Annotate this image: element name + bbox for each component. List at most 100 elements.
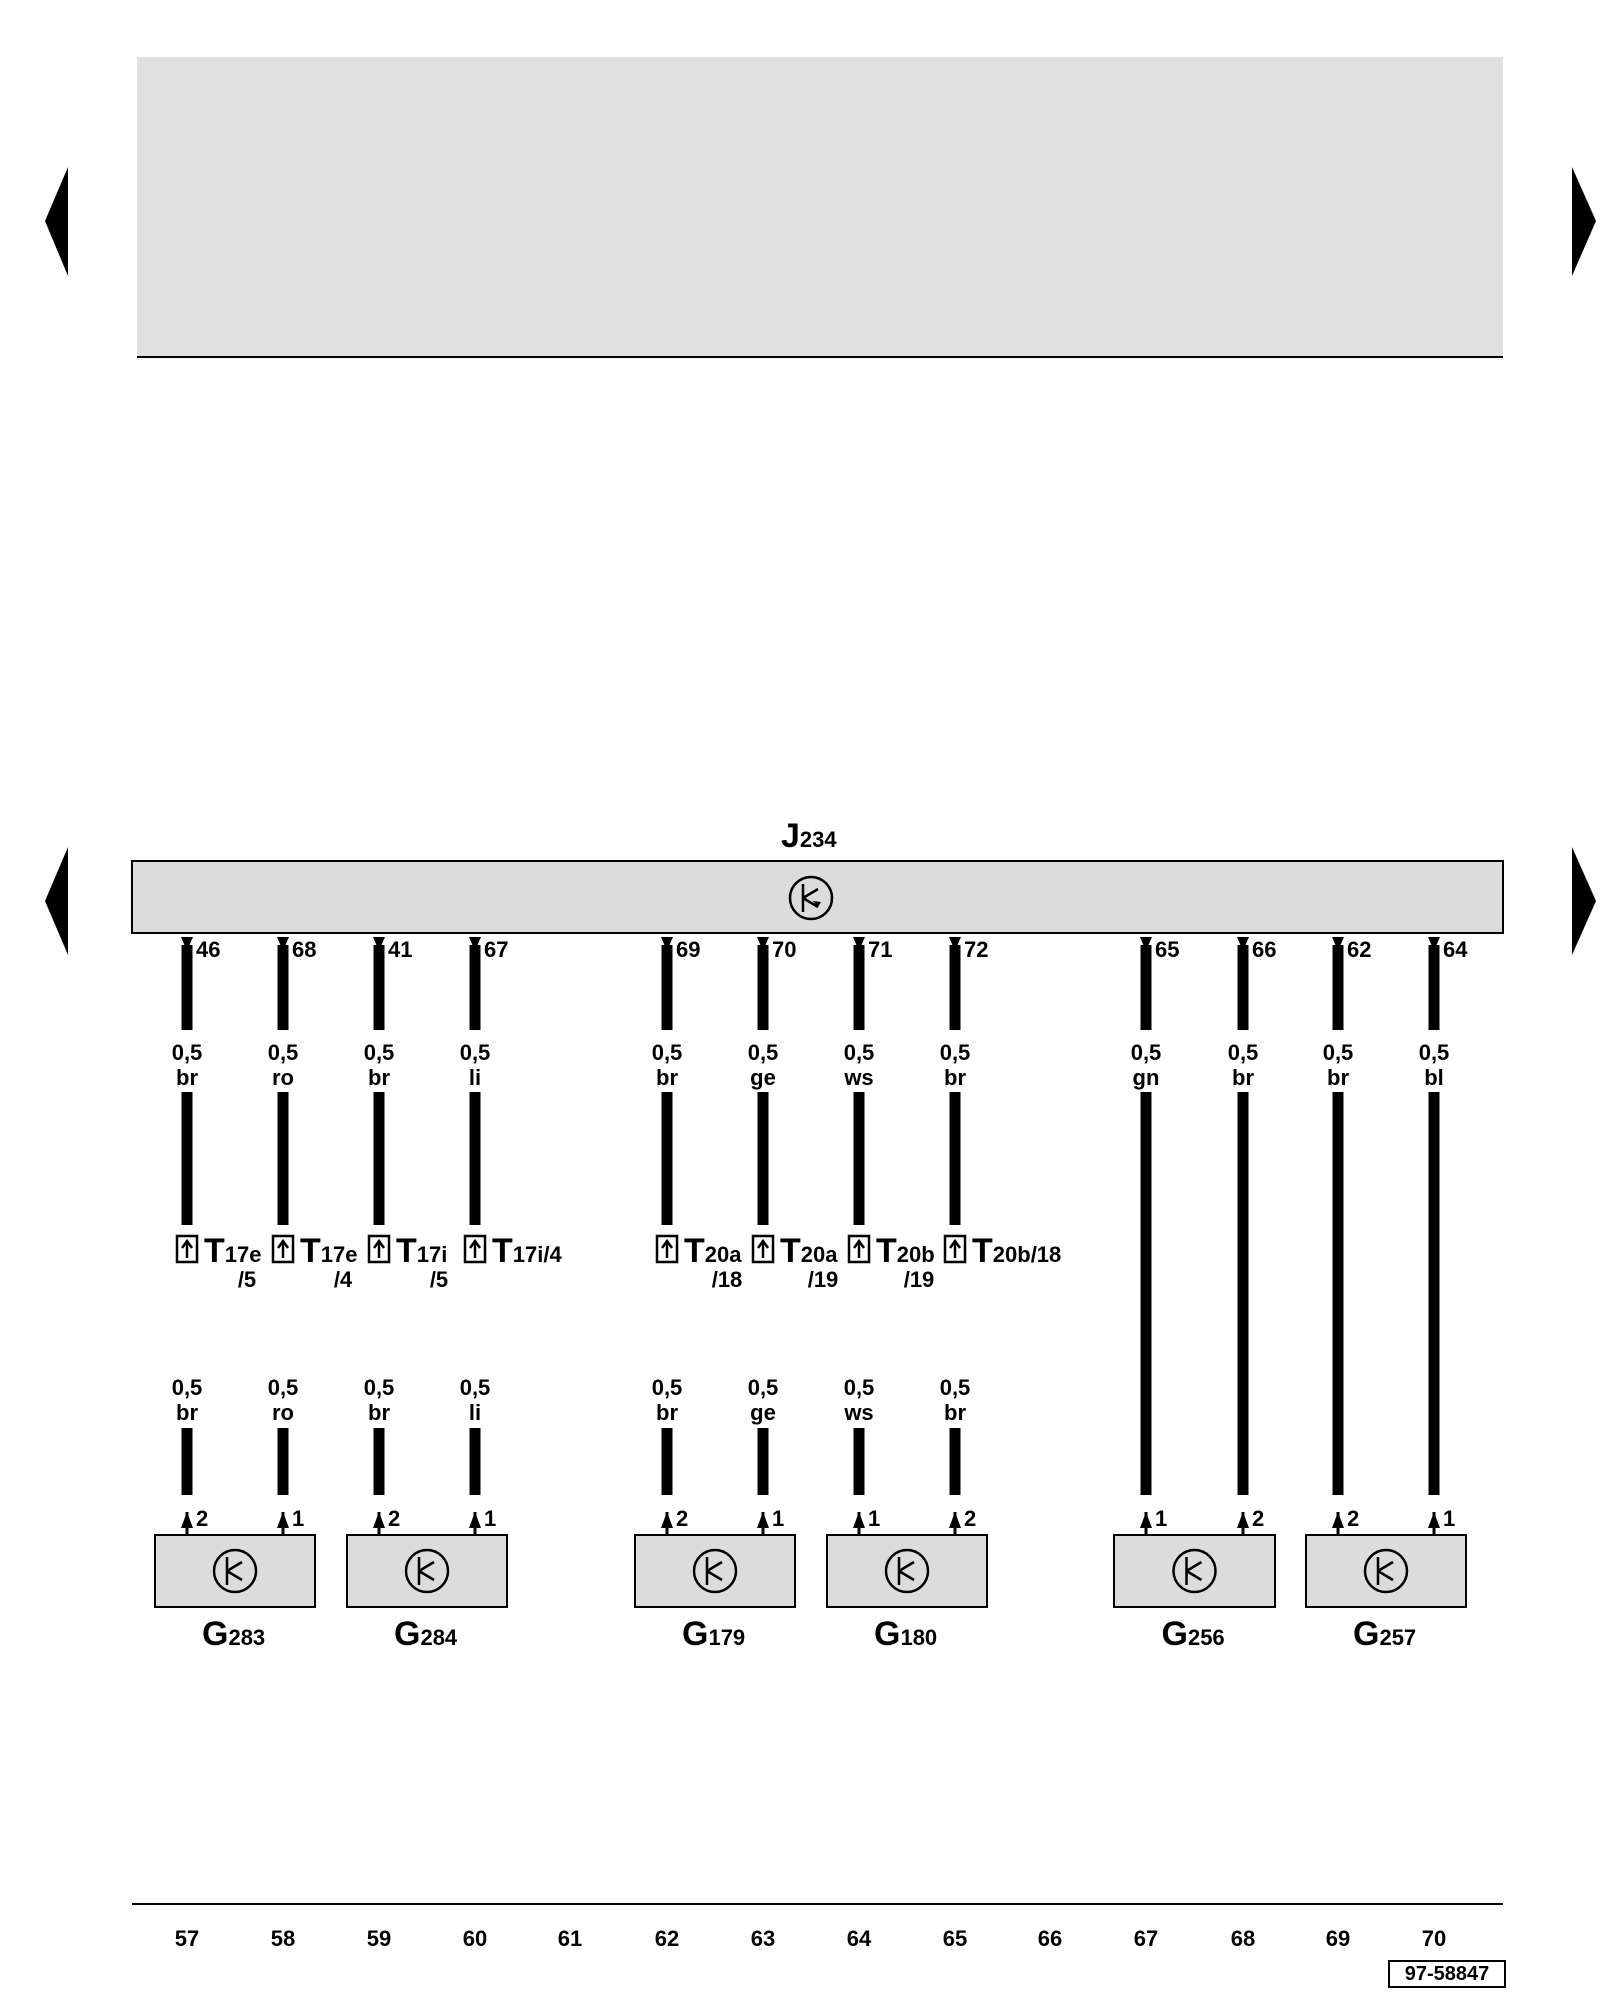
connector-pin: /4 — [334, 1267, 353, 1292]
track-number: 65 — [943, 1926, 967, 1951]
track-number: 62 — [655, 1926, 679, 1951]
wire-gauge: 0,5 — [1323, 1040, 1354, 1065]
sensor-box — [1305, 1534, 1467, 1608]
wire-gauge: 0,5 — [172, 1040, 203, 1065]
sensor-symbol-icon — [1172, 1548, 1217, 1594]
component-pin: 1 — [772, 1506, 784, 1531]
wire-gauge: 0,5 — [844, 1040, 875, 1065]
connector-label: T20a — [780, 1232, 838, 1270]
sensor-box — [1113, 1534, 1276, 1608]
connector-pin: /5 — [430, 1267, 448, 1292]
sensor-G180: G180 — [826, 1534, 988, 1653]
wire-color: br — [944, 1400, 966, 1425]
wire-color: br — [368, 1065, 390, 1090]
component-pin: 1 — [1155, 1506, 1167, 1531]
next-section-arrow-icon[interactable] — [1572, 847, 1596, 955]
sensor-symbol-icon — [212, 1548, 258, 1594]
track-number: 63 — [751, 1926, 775, 1951]
pin-arrow-icon — [757, 937, 769, 951]
component-pin: 2 — [1347, 1506, 1359, 1531]
component-pin: 1 — [292, 1506, 304, 1531]
sensor-box — [346, 1534, 508, 1608]
component-pin: 1 — [484, 1506, 496, 1531]
wire-gauge: 0,5 — [652, 1040, 683, 1065]
wire-gauge: 0,5 — [748, 1375, 779, 1400]
pin-arrow-icon — [1237, 937, 1249, 951]
control-unit-pin: 72 — [964, 937, 988, 962]
pin-arrow-icon — [949, 937, 961, 951]
wire-color: li — [469, 1400, 481, 1425]
wire-color: bl — [1424, 1065, 1444, 1090]
prev-section-arrow-icon[interactable] — [45, 847, 68, 955]
wire-color: ro — [272, 1065, 294, 1090]
control-unit-pin: 71 — [868, 937, 892, 962]
control-unit-symbol-icon — [788, 875, 834, 921]
component-pin: 2 — [964, 1506, 976, 1531]
sensor-symbol-icon — [692, 1548, 738, 1594]
wire-color: br — [176, 1400, 198, 1425]
track-number: 67 — [1134, 1926, 1158, 1951]
wire-gauge: 0,5 — [172, 1375, 203, 1400]
component-pin: 1 — [1443, 1506, 1455, 1531]
wire-gauge: 0,5 — [1228, 1040, 1259, 1065]
component-pin: 1 — [868, 1506, 880, 1531]
wire-color: br — [656, 1400, 678, 1425]
sensor-symbol-icon — [404, 1548, 450, 1594]
wire-color: gn — [1133, 1065, 1160, 1090]
sensor-box — [634, 1534, 796, 1608]
sensor-symbol-icon — [1363, 1548, 1409, 1594]
connector-label: T17e — [204, 1232, 262, 1270]
component-pin: 2 — [196, 1506, 208, 1531]
wire-color: ro — [272, 1400, 294, 1425]
control-unit-pin: 66 — [1252, 937, 1276, 962]
track-number: 61 — [558, 1926, 582, 1951]
wire-gauge: 0,5 — [460, 1040, 491, 1065]
prev-page-arrow-icon[interactable] — [45, 167, 68, 276]
track-number: 64 — [847, 1926, 872, 1951]
wire-color: br — [656, 1065, 678, 1090]
pin-arrow-icon — [1428, 937, 1440, 951]
control-unit-pin: 69 — [676, 937, 700, 962]
wire-color: li — [469, 1065, 481, 1090]
sensor-label: G284 — [394, 1615, 458, 1653]
wire-color: br — [1327, 1065, 1349, 1090]
control-unit-pin: 41 — [388, 937, 412, 962]
connector-pin: /18 — [712, 1267, 743, 1292]
wire-color: br — [368, 1400, 390, 1425]
wire-color: br — [1232, 1065, 1254, 1090]
wire-color: ge — [750, 1065, 776, 1090]
track-number: 66 — [1038, 1926, 1062, 1951]
sensor-label: G256 — [1162, 1615, 1225, 1653]
connector-label: T17i/4 — [492, 1232, 562, 1270]
connector-pin: /19 — [808, 1267, 839, 1292]
track-number: 60 — [463, 1926, 487, 1951]
wire-color: ws — [843, 1065, 873, 1090]
wire-gauge: 0,5 — [364, 1040, 395, 1065]
sensor-box — [826, 1534, 988, 1608]
sensor-G256: G256 — [1113, 1534, 1276, 1653]
reference-number: 97-58847 — [1388, 1960, 1506, 1988]
component-pin: 2 — [388, 1506, 400, 1531]
component-pin: 2 — [676, 1506, 688, 1531]
sensor-label: G179 — [682, 1615, 745, 1653]
pin-arrow-icon — [277, 937, 289, 951]
sensor-G283: G283 — [154, 1534, 316, 1653]
pin-arrow-icon — [853, 937, 865, 951]
sensor-label: G257 — [1353, 1615, 1416, 1653]
connector-label: T17e — [300, 1232, 358, 1270]
sensor-box — [154, 1534, 316, 1608]
wire-gauge: 0,5 — [940, 1040, 971, 1065]
pin-arrow-icon — [661, 937, 673, 951]
next-page-arrow-icon[interactable] — [1572, 167, 1596, 276]
